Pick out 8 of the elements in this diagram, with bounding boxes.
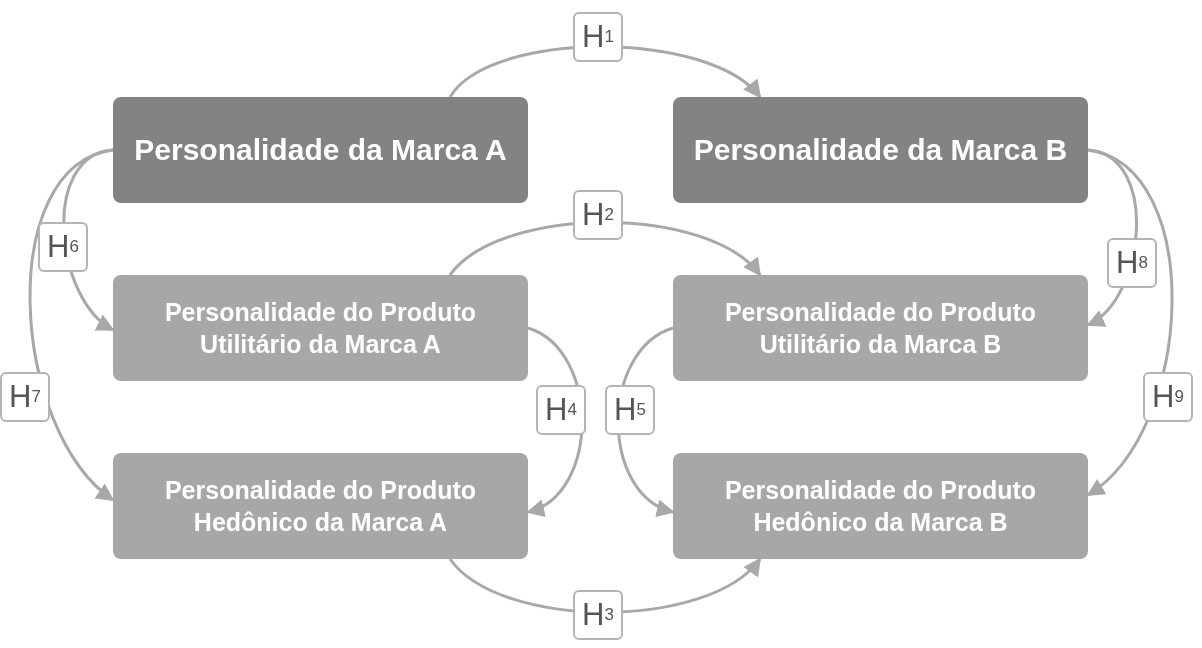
brand-box: Personalidade da Marca B bbox=[673, 97, 1088, 203]
product-box: Personalidade do Produto Utilitário da Marca A bbox=[113, 275, 528, 381]
brand-box: Personalidade da Marca A bbox=[113, 97, 528, 203]
product-box: Personalidade do Produto Hedônico da Marca B bbox=[673, 453, 1088, 559]
product-box: Personalidade do Produto Hedônico da Marca A bbox=[113, 453, 528, 559]
arrow bbox=[28, 148, 115, 502]
arrow bbox=[1086, 148, 1174, 497]
product-box: Personalidade do Produto Utilitário da Marca B bbox=[673, 275, 1088, 381]
